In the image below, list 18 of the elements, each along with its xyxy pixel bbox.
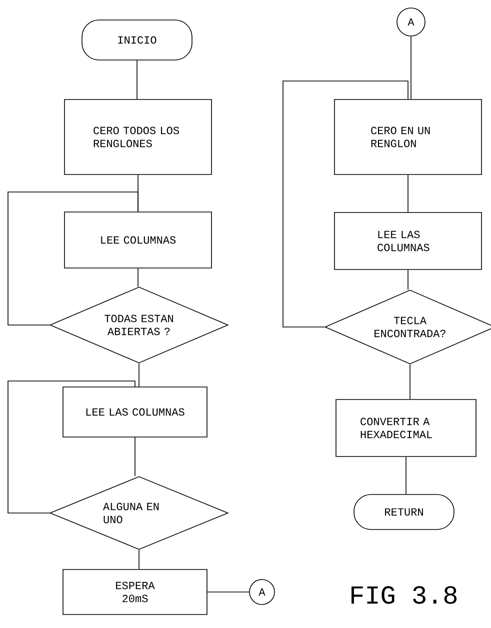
process-box: CERO TODOS LOS RENGLONES — [64, 99, 212, 175]
connector-line — [8, 380, 136, 514]
process-box: LEE COLUMNAS — [64, 212, 212, 268]
connector-line — [282, 80, 408, 328]
connector-line — [8, 192, 138, 326]
terminal-box: INICIO — [82, 20, 192, 60]
connector-line — [138, 550, 140, 570]
connector-line — [410, 36, 412, 100]
process-box: ESPERA 20mS — [62, 569, 208, 615]
connector-line — [134, 437, 136, 476]
connector-line — [138, 363, 140, 387]
terminal-box: RETURN — [354, 494, 454, 530]
process-box: CONVERTIR A HEXADECIMAL — [336, 399, 476, 457]
figure-caption: FIG 3.8 — [352, 586, 457, 604]
process-box: LEE LAS COLUMNAS — [334, 212, 482, 270]
connector-line — [136, 60, 138, 100]
process-box: CERO EN UN RENGLON — [334, 99, 482, 175]
process-box: LEE LAS COLUMNAS — [62, 386, 208, 438]
